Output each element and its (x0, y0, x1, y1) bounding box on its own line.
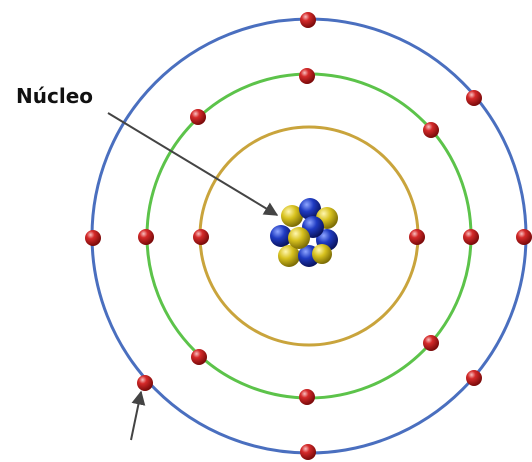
nucleus-label: Núcleo (16, 84, 93, 108)
electron (423, 122, 439, 138)
electron (299, 389, 315, 405)
electron (138, 229, 154, 245)
electron (85, 230, 101, 246)
electron (300, 12, 316, 28)
nucleus (270, 198, 338, 267)
neutron (270, 225, 292, 247)
electron (137, 375, 153, 391)
electron (193, 229, 209, 245)
nucleus-arrow (107, 112, 279, 216)
electron (463, 229, 479, 245)
proton (278, 245, 300, 267)
proton (288, 227, 310, 249)
electron (191, 349, 207, 365)
middle-shell-electrons (138, 68, 479, 405)
proton (281, 205, 303, 227)
outer-shell-electrons (85, 12, 532, 460)
electron-arrow (130, 390, 146, 441)
electron (300, 444, 316, 460)
electron (466, 90, 482, 106)
electron (299, 68, 315, 84)
neutron (299, 198, 321, 220)
inner-shell-electrons (193, 229, 425, 245)
electron (423, 335, 439, 351)
proton (312, 244, 332, 264)
electron (466, 370, 482, 386)
electron (516, 229, 532, 245)
electron (190, 109, 206, 125)
electron (409, 229, 425, 245)
